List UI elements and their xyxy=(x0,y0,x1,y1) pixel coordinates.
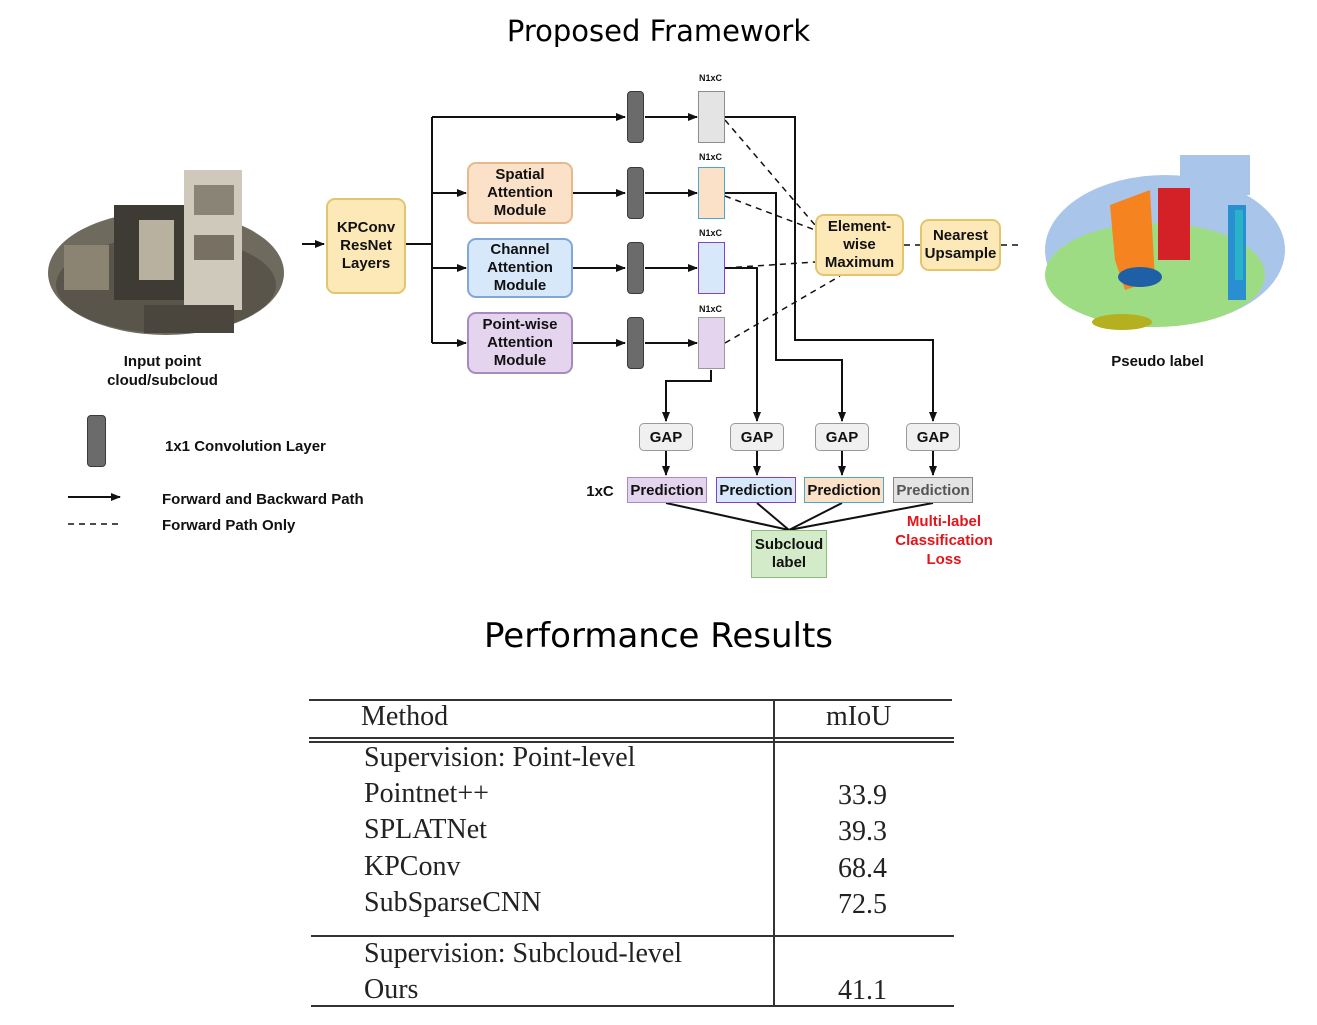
input-cloud-label: Input point cloud/subcloud xyxy=(107,353,218,389)
channel-attention-module: Channel Attention Module xyxy=(467,238,573,298)
table-header-rule-2 xyxy=(309,741,954,743)
row-miou-pointnet: 33.9 xyxy=(838,780,887,811)
row-miou-ours: 41.1 xyxy=(838,975,887,1006)
results-title: Performance Results xyxy=(483,616,834,656)
gap-box-4: GAP xyxy=(906,423,960,451)
prediction-box-2: Prediction xyxy=(716,477,796,503)
legend-forward-backward-label: Forward and Backward Path xyxy=(162,491,364,508)
feature-map-3 xyxy=(698,242,725,294)
nxc-label-2: N1xC xyxy=(699,152,723,162)
table-bottom-rule xyxy=(311,1005,954,1007)
nxc-label-1: N1xC xyxy=(699,73,723,83)
row-method-subsparsecnn: SubSparseCNN xyxy=(364,887,542,918)
prediction-box-4: Prediction xyxy=(893,477,973,503)
group-subcloud-level-label: Supervision: Subcloud-level xyxy=(364,938,683,969)
gap-box-3: GAP xyxy=(815,423,869,451)
row-miou-kpconv: 68.4 xyxy=(838,853,887,884)
row-miou-splatnet: 39.3 xyxy=(838,816,887,847)
input-point-cloud-image xyxy=(48,170,284,335)
table-column-divider xyxy=(773,699,775,1005)
framework-diagram xyxy=(68,113,1020,531)
feature-map-4 xyxy=(698,317,725,369)
group-point-level-label: Supervision: Point-level xyxy=(364,742,636,773)
header-method: Method xyxy=(361,701,449,732)
framework-title: Proposed Framework xyxy=(506,14,811,48)
conv-layer-1 xyxy=(627,91,644,143)
multi-label-loss-text: Multi-label Classification Loss xyxy=(895,513,993,568)
kpconv-resnet-box: KPConv ResNet Layers xyxy=(326,198,406,294)
element-wise-maximum-box: Element-wise Maximum xyxy=(815,214,904,276)
feature-map-2 xyxy=(698,167,725,219)
spatial-attention-module: Spatial Attention Module xyxy=(467,162,573,224)
nxc-label-3: N1xC xyxy=(699,228,723,238)
legend-forward-only-label: Forward Path Only xyxy=(162,517,296,534)
pseudo-label-cloud-image xyxy=(1045,155,1285,330)
table-top-rule xyxy=(309,699,952,701)
prediction-box-1: Prediction xyxy=(627,477,707,503)
gap-box-1: GAP xyxy=(639,423,693,451)
legend-conv-icon xyxy=(87,415,106,467)
pseudo-label-caption: Pseudo label xyxy=(1111,353,1204,370)
legend-conv-label: 1x1 Convolution Layer xyxy=(165,438,326,455)
nearest-upsample-box: Nearest Upsample xyxy=(920,219,1001,271)
conv-layer-4 xyxy=(627,317,644,369)
conv-layer-3 xyxy=(627,242,644,294)
conv-layer-2 xyxy=(627,167,644,219)
row-method-kpconv: KPConv xyxy=(364,851,461,882)
nxc-label-4: N1xC xyxy=(699,304,723,314)
table-header-rule-1 xyxy=(309,737,954,739)
subcloud-label-box: Subcloud label xyxy=(751,530,827,578)
header-miou: mIoU xyxy=(826,701,892,732)
1xc-label: 1xC xyxy=(586,483,614,500)
row-method-splatnet: SPLATNet xyxy=(364,814,487,845)
gap-box-2: GAP xyxy=(730,423,784,451)
table-group-rule xyxy=(311,935,954,937)
row-miou-subsparsecnn: 72.5 xyxy=(838,889,887,920)
pointwise-attention-module: Point-wise Attention Module xyxy=(467,312,573,374)
row-method-pointnet: Pointnet++ xyxy=(364,778,489,809)
feature-map-1 xyxy=(698,91,725,143)
row-method-ours: Ours xyxy=(364,974,419,1005)
prediction-box-3: Prediction xyxy=(804,477,884,503)
